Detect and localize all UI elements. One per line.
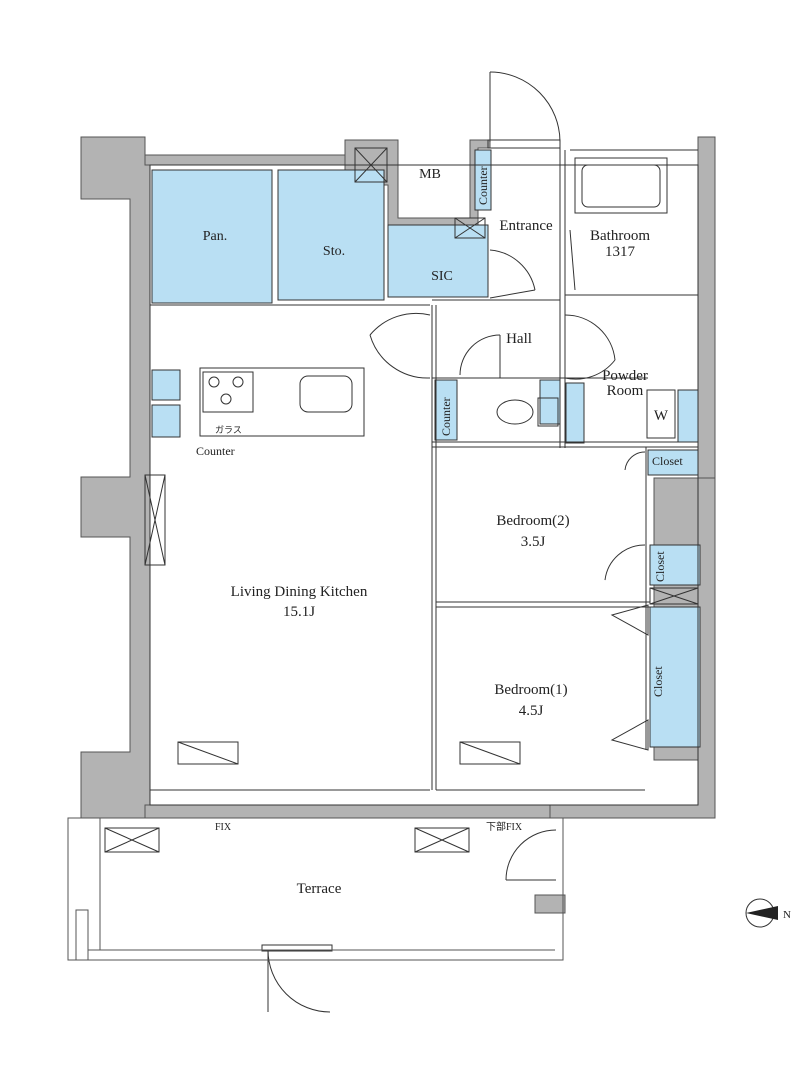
fix-bed1-label: 下部FIX <box>486 820 523 833</box>
washer-label: W <box>654 408 669 424</box>
storage-label: Sto. <box>323 244 345 259</box>
compass-north-label: N <box>783 909 791 921</box>
counter-kitchen-label: Counter <box>196 444 235 458</box>
sic-label: SIC <box>431 269 453 284</box>
counter-hall-label: Counter <box>439 397 453 436</box>
fix-ldk-label: FIX <box>215 822 232 833</box>
bedroom2-label: Bedroom(2) <box>496 513 569 529</box>
doors <box>261 71 649 1013</box>
closet-bed1-label: Closet <box>651 666 665 697</box>
closet-bed2-label: Closet <box>653 551 667 582</box>
ac-units <box>104 147 699 853</box>
terrace-label: Terrace <box>297 881 342 897</box>
powder-room-label-2: Room <box>607 383 644 399</box>
ldk-label: Living Dining Kitchen <box>231 584 368 600</box>
storage-areas <box>151 149 701 748</box>
interior-walls <box>149 139 699 806</box>
counter-entrance-label: Counter <box>476 166 490 205</box>
bathroom-label: Bathroom <box>590 228 650 244</box>
compass: N <box>745 898 791 928</box>
closet-powder-label: Closet <box>652 454 683 468</box>
mb-label: MB <box>419 167 441 182</box>
terrace-outline <box>67 817 564 961</box>
kitchen-island <box>144 367 365 566</box>
pantry-label: Pan. <box>203 229 228 244</box>
ldk-size: 15.1J <box>283 604 315 620</box>
glass-note-label: ガラス <box>215 425 242 435</box>
toilet <box>496 229 676 439</box>
entrance-label: Entrance <box>499 218 553 234</box>
bedroom1-label: Bedroom(1) <box>494 682 567 698</box>
powder-room-label-1: Powder <box>602 368 648 384</box>
bedroom1-size: 4.5J <box>519 703 544 719</box>
bathroom-size: 1317 <box>605 244 636 260</box>
bedroom2-size: 3.5J <box>521 534 546 550</box>
hall-label: Hall <box>506 331 532 347</box>
